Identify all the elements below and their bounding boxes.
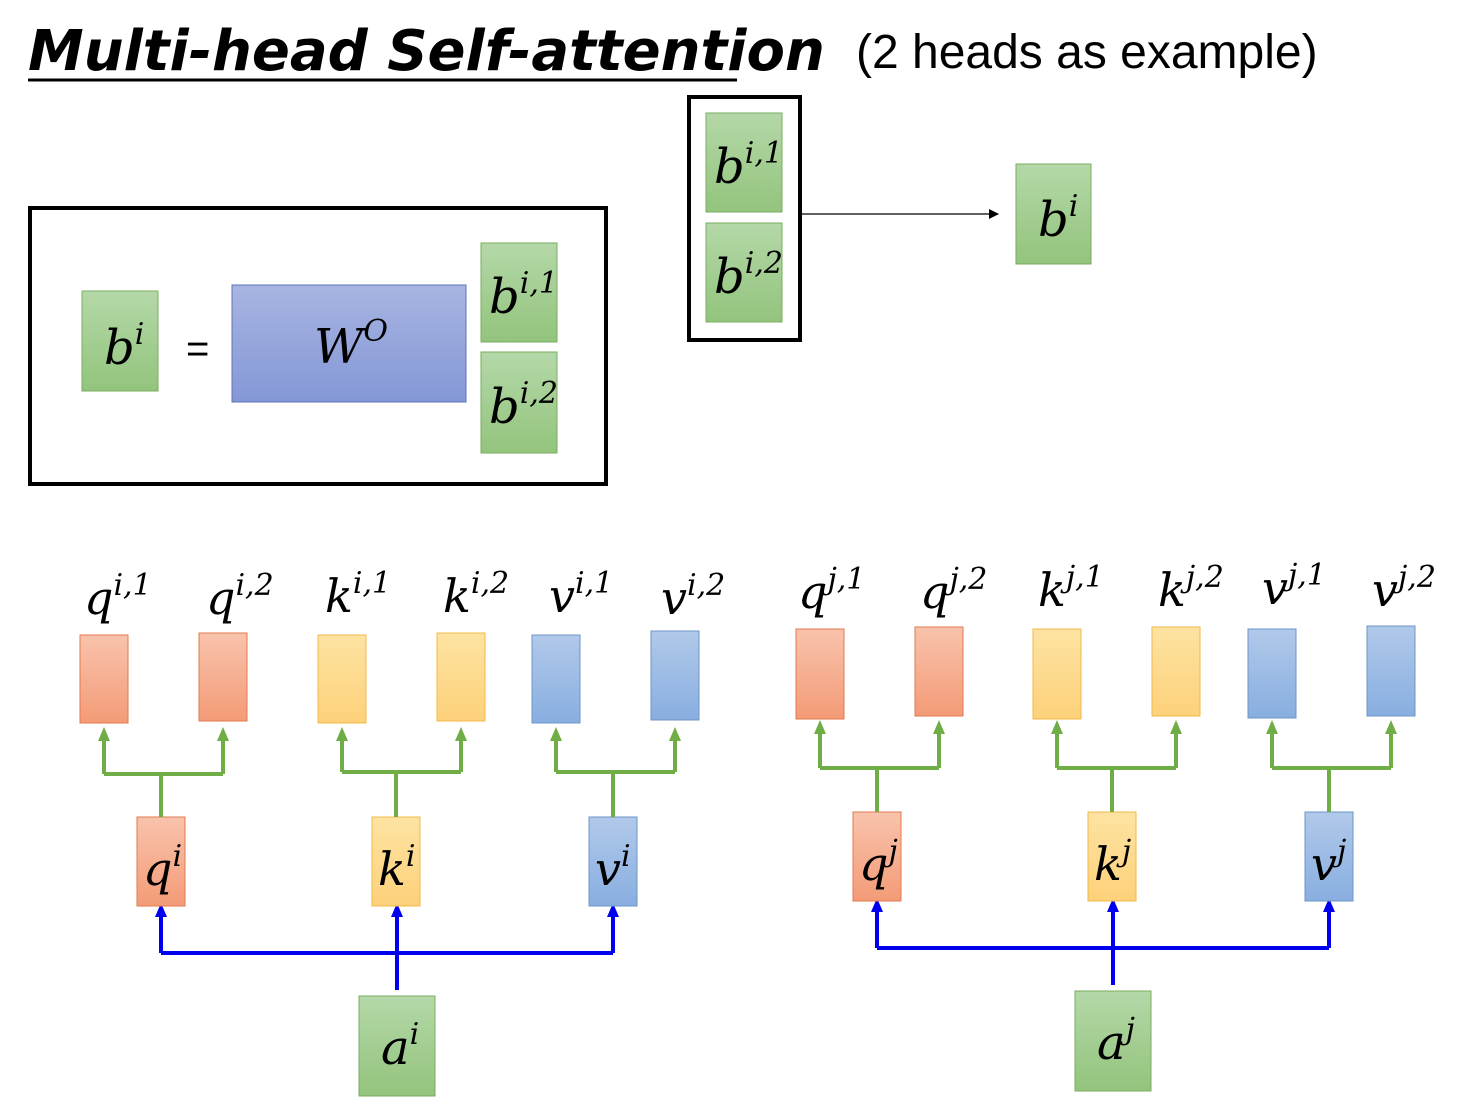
input-projection-arrows bbox=[155, 903, 619, 990]
key-vector-box: ki bbox=[371, 816, 421, 907]
head-label: kj,1 bbox=[1038, 560, 1104, 617]
concat-top-box: bi,1 bbox=[705, 112, 783, 213]
key-vector-box: kj bbox=[1087, 811, 1137, 902]
head-label: vj,1 bbox=[1262, 558, 1326, 615]
head-vector-box: vi,1 bbox=[531, 566, 613, 724]
input-label: aj bbox=[1097, 1012, 1135, 1071]
head-vector-box: kj,1 bbox=[1032, 560, 1104, 720]
value-vector-box: vj bbox=[1304, 811, 1354, 902]
value-label: vi bbox=[595, 839, 631, 896]
head-vector-box: qi,1 bbox=[79, 568, 152, 724]
head-label: vj,2 bbox=[1372, 560, 1436, 617]
head-label: qj,1 bbox=[798, 562, 865, 619]
value-head-split-arrows bbox=[1266, 720, 1397, 812]
query-label: qj bbox=[859, 834, 898, 891]
svg-text:bi,2: bi,2 bbox=[489, 376, 558, 435]
key-head-split-arrows bbox=[1051, 720, 1182, 812]
key-label: kj bbox=[1094, 834, 1131, 891]
page-subtitle: (2 heads as example) bbox=[856, 26, 1318, 79]
head-label: kj,2 bbox=[1158, 560, 1224, 617]
value-head-split-arrows bbox=[550, 727, 681, 817]
equation-vec1-box: bi,1 bbox=[480, 242, 558, 343]
value-label: vj bbox=[1311, 834, 1346, 891]
equals-sign: = bbox=[186, 327, 209, 371]
head-vector-box: ki,1 bbox=[317, 566, 391, 724]
head-vector-box: kj,2 bbox=[1151, 560, 1224, 717]
value-vector-box: vi bbox=[588, 816, 638, 907]
input-vector-box: ai bbox=[358, 995, 436, 1097]
head-vector-box: vj,2 bbox=[1366, 560, 1436, 717]
query-head-split-arrows bbox=[814, 720, 945, 812]
head-label: qi,1 bbox=[84, 568, 152, 625]
head-label: vi,2 bbox=[661, 568, 725, 625]
svg-text:bi,1: bi,1 bbox=[489, 266, 558, 325]
input-projection-arrows bbox=[871, 898, 1335, 985]
concat-bottom-box: bi,2 bbox=[705, 222, 783, 323]
svg-text:bi,2: bi,2 bbox=[714, 246, 783, 305]
key-head-split-arrows bbox=[336, 727, 467, 817]
svg-text:bi: bi bbox=[104, 317, 144, 376]
concat-frame bbox=[687, 95, 802, 342]
key-label: ki bbox=[378, 839, 415, 896]
head-label: vi,1 bbox=[549, 566, 613, 623]
query-label: qi bbox=[143, 839, 182, 896]
input-label: ai bbox=[381, 1017, 419, 1076]
query-head-split-arrows bbox=[98, 727, 229, 817]
input-vector-box: aj bbox=[1074, 990, 1152, 1092]
head-label: qj,2 bbox=[920, 562, 987, 619]
query-vector-box: qi bbox=[136, 816, 186, 907]
head-vector-box: vj,1 bbox=[1247, 558, 1326, 719]
label-base: b bbox=[104, 320, 135, 376]
svg-text:WO: WO bbox=[314, 314, 388, 375]
equation-frame bbox=[28, 206, 608, 486]
svg-text:bi: bi bbox=[1038, 189, 1078, 248]
svg-text:bi,1: bi,1 bbox=[714, 136, 783, 195]
head-vector-box: qj,2 bbox=[914, 562, 987, 717]
page-title: Multi-head Self-attention bbox=[28, 19, 825, 84]
equation-vec2-box: bi,2 bbox=[480, 351, 558, 454]
attention-group-2: qj kj vj qj,1 qj,2 kj,1 kj,2 vj,1 vj,2 aj bbox=[795, 558, 1436, 1092]
head-vector-box: ki,2 bbox=[436, 566, 509, 722]
equation-lhs-box: bi bbox=[81, 290, 159, 392]
head-vector-box: qi,2 bbox=[198, 568, 274, 722]
query-vector-box: qj bbox=[852, 811, 902, 902]
equation-matrix-box: WO bbox=[231, 284, 467, 403]
head-label: ki,1 bbox=[325, 566, 391, 623]
concat-output-box: bi bbox=[1015, 163, 1092, 265]
attention-group-1: qi ki vi qi,1 qi,2 ki,1 ki,2 vi,1 vi,2 ai bbox=[79, 566, 725, 1097]
head-vector-box: vi,2 bbox=[650, 568, 725, 721]
head-label: ki,2 bbox=[443, 566, 509, 623]
head-vector-box: qj,1 bbox=[795, 562, 865, 720]
head-label: qi,2 bbox=[206, 568, 274, 625]
